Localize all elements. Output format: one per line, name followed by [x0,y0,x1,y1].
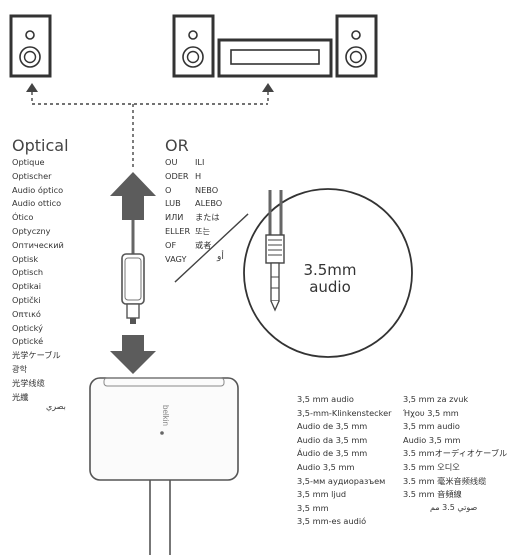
arrow-up-right-icon [262,83,274,92]
optical-translation-item: Optischer [12,170,52,181]
optical-translation-item: Optički [12,294,41,305]
audio-callout-label: 3.5mm audio [303,261,357,296]
audio35-translation-item: Áudio de 3,5 mm [297,448,368,459]
belkin-adapter-device [89,377,239,555]
optical-translation-item: Optyczny [12,225,51,236]
audio35-translation-item: 3.5 mm 毫米音频线缆 [403,475,487,486]
or-translation-item: ИЛИ [165,212,184,223]
or-translation-item: VAGY [165,253,187,264]
audio-plug-callout [174,188,413,358]
or-translation-item: H [195,170,202,181]
audio35-translation-item: 3,5 mm ljud [297,489,347,500]
insert-arrow-icon [110,335,156,374]
audio35-translation-item: Audio 3,5 mm [297,461,355,472]
optical-translation-item: Optikai [12,281,42,292]
audio35-translation-item: 3,5 mm audio [403,421,460,432]
or-translation-item: ODER [165,170,189,181]
audio35-translation-item: 3.5 mm 오디오 [403,461,460,472]
or-translation-item: OF [165,239,177,250]
or-translation-item: NEBO [195,184,219,195]
or-translation-item: LUB [165,198,181,209]
or-translations-col1: OU ODER O LUB ИЛИ ELLER OF VAGY [165,156,190,266]
audio35-translation-item: 3,5-мм аудиоразъем [297,475,386,486]
or-arabic-label: أو [217,252,224,262]
or-translation-item: ALEBO [195,198,223,209]
or-translations-col2: ILI H NEBO ALEBO または 또는 或者 [195,156,222,253]
or-translation-item: 或者 [195,239,212,250]
audio35-translation-item: Audio 3,5 mm [403,434,461,445]
optical-translation-item: Optický [12,322,43,333]
optical-heading: Optical [12,136,69,155]
optical-plug-icon [121,220,145,324]
or-translation-item: 또는 [195,225,211,236]
optical-translation-item: 光纖 [12,391,29,402]
speaker-left-icon [9,14,52,78]
optical-translation-item: Optisk [12,253,39,264]
device-brand-label: belkin [161,405,170,426]
audio35-translation-item: 3,5-mm-Klinkenstecker [297,407,392,418]
optical-translation-item: Optique [12,157,45,167]
or-heading: OR [165,136,189,155]
audio35-translation-item: 3.5 mmオーディオケーブル [403,448,508,459]
status-led-icon [160,431,164,435]
audio-jack-plug-icon [265,190,285,312]
optical-translation-item: Optické [12,336,44,347]
audio35-translation-item: 3,5 mm za zvuk [403,394,469,404]
or-translation-item: または [195,212,220,223]
optical-translation-item: 光学线缆 [12,377,45,388]
speaker-right-icon [335,14,378,78]
optical-translation-item: Audio óptico [12,184,64,195]
optical-translation-item: Оптический [12,239,64,250]
optical-translation-item: Ótico [12,212,34,223]
audio35-translation-item: 3,5 mm-es audió [297,516,367,527]
speaker-center-icon [172,14,215,78]
or-translation-item: O [165,184,172,195]
audio35-translation-item: 3,5 mm audio [297,394,354,404]
arrow-up-left-icon [26,83,38,92]
or-translation-item: ILI [195,157,205,167]
audio35-translation-item: 3.5 mm 音頻線 [403,489,462,500]
optical-translation-item: Οπτικό [12,308,41,319]
optical-translation-item: Optisch [12,267,44,278]
optical-translation-item: Audio ottico [12,198,62,209]
or-translation-item: OU [165,157,178,167]
or-translation-item: ELLER [165,225,191,236]
optical-translation-item: 光学ケーブル [12,350,61,361]
av-receiver-icon [217,38,333,78]
audio35-translation-item: Ήχου 3,5 mm [403,407,459,418]
audio35-translation-item: 3,5 mm [297,502,329,513]
optical-translation-item: 광학 [12,363,28,374]
audio35-arabic-label: صوتي 3.5 مم [430,503,478,512]
upload-arrow-icon [110,172,156,220]
optical-arabic-label: بصري [46,402,66,411]
audio35-translation-item: Audio da 3,5 mm [297,434,368,445]
dotted-connection-lines [31,92,269,170]
audio35-translation-item: Audio de 3,5 mm [297,421,368,432]
